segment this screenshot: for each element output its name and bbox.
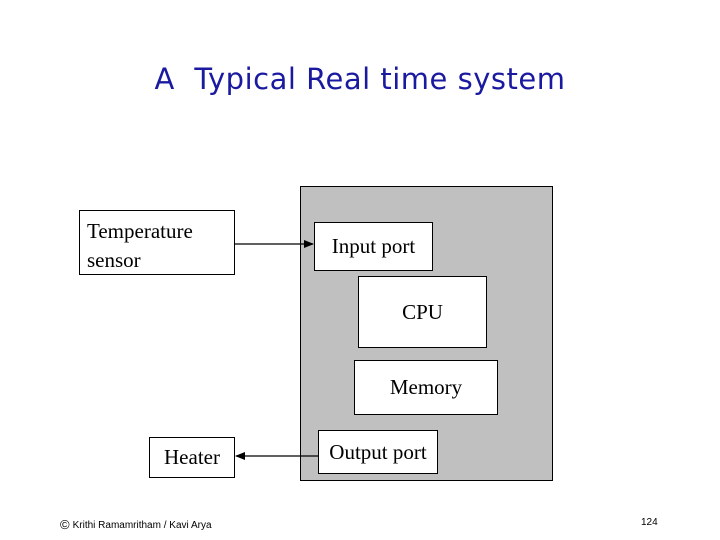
input-port-label: Input port bbox=[331, 234, 416, 258]
memory-box: Memory bbox=[354, 360, 498, 415]
footer-authors: Krithi Ramamritham / Kavi Arya bbox=[72, 520, 212, 531]
sensor-label-line1: Temperature bbox=[87, 219, 193, 243]
cpu-box: CPU bbox=[358, 276, 487, 348]
heater-box: Heater bbox=[149, 437, 235, 478]
footer-credit: ©Krithi Ramamritham / Kavi Arya bbox=[60, 517, 212, 532]
page-number: 124 bbox=[641, 517, 658, 528]
output-port-label: Output port bbox=[329, 439, 427, 464]
input-port-box: Input port bbox=[314, 222, 433, 271]
sensor-label-line2: sensor bbox=[87, 248, 141, 272]
heater-label: Heater bbox=[164, 445, 220, 469]
memory-label: Memory bbox=[389, 375, 463, 399]
output-port-box: Output port bbox=[318, 430, 438, 474]
temperature-sensor-box: Temperature sensor bbox=[79, 210, 235, 275]
copyright-symbol: © bbox=[60, 517, 70, 532]
slide-title: A Typical Real time system bbox=[154, 62, 566, 96]
cpu-label: CPU bbox=[402, 299, 443, 324]
